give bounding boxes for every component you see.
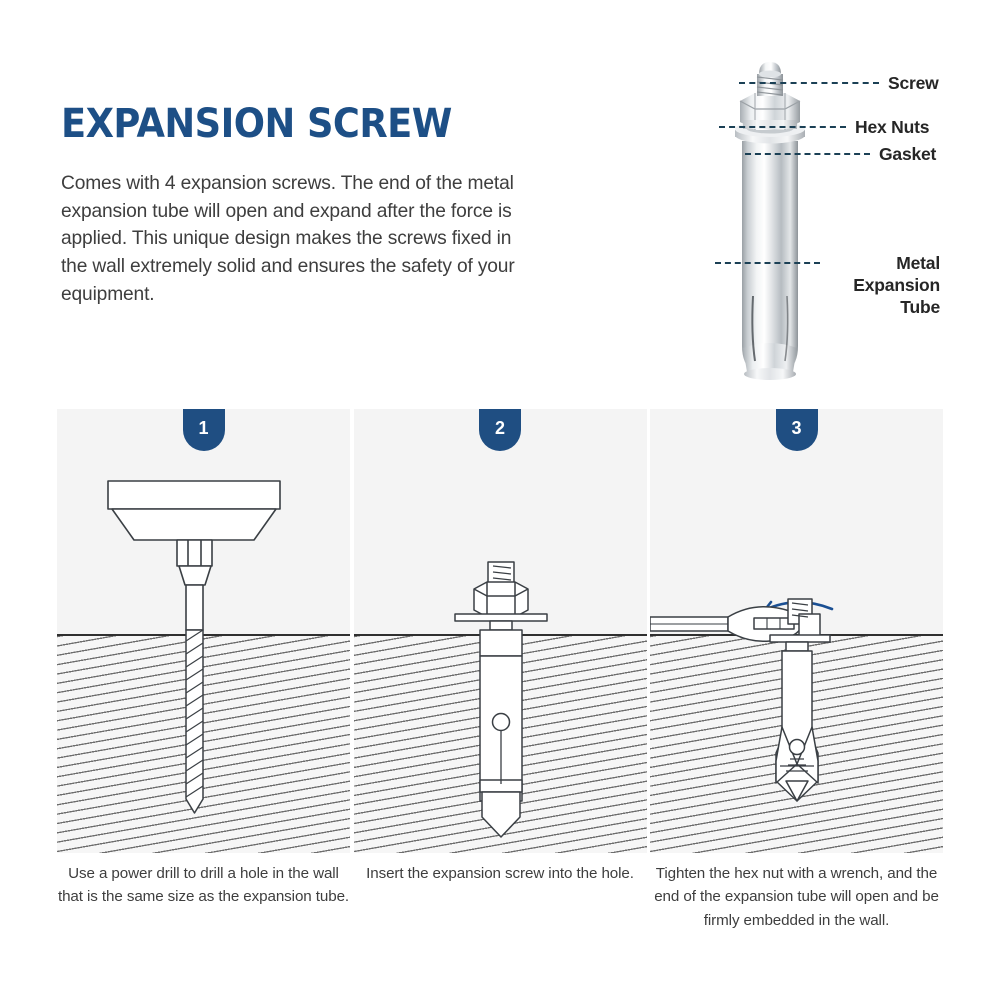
steps-row: 1 [57,409,943,853]
callout-label-gasket: Gasket [879,144,937,164]
step-badge-3: 3 [775,409,818,451]
callout-label-metal-tube: Metal Expansion Tube [853,253,940,318]
anchor-inserted-in-hole-art [453,561,548,838]
step-badge-1: 1 [182,409,225,451]
step-caption-1: Use a power drill to drill a hole in the… [57,865,350,906]
wrench-tightening-hex-nut-art [650,598,834,802]
callout-label-hex-nuts: Hex Nuts [855,117,930,137]
step-panel-1: 1 [57,409,350,853]
page-title: EXPANSION SCREW [61,101,452,147]
leader-line-screw [739,82,879,84]
captions-row: Use a power drill to drill a hole in the… [57,862,943,932]
leader-line-gasket [745,153,870,155]
header-text-block: EXPANSION SCREW Comes with 4 expansion s… [61,104,561,308]
intro-paragraph: Comes with 4 expansion screws. The end o… [61,173,515,305]
expansion-anchor-bolt-photo [735,62,805,380]
callout-label-screw: Screw [888,73,939,93]
step-caption-3: Tighten the hex nut with a wrench, and t… [654,865,939,929]
step-caption-2: Insert the expansion screw into the hole… [366,865,634,882]
hero-callout-area: Screw Hex Nuts Gasket Metal Expansion Tu… [640,46,960,391]
leader-line-metal-tube [715,262,820,264]
step-panel-3: 3 [650,409,943,853]
step-panel-2: 2 [353,409,647,853]
leader-line-hex-nuts [719,126,846,128]
step-badge-2: 2 [479,409,521,451]
power-drill-into-wall-art [107,480,281,814]
